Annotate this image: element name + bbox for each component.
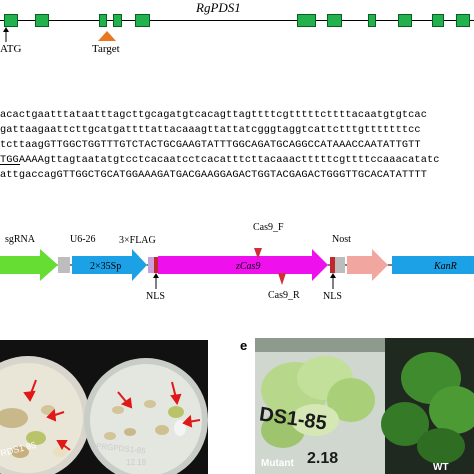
exon (432, 14, 444, 27)
cas9f-label: Cas9_F (253, 222, 284, 233)
cas9r-label: Cas9_R (268, 290, 300, 301)
mutant-label: Mutant (261, 458, 294, 469)
plates-photo: RDS1 85 PRGPDS1-85 12.19 (0, 340, 208, 474)
sgrna-arrow (0, 249, 58, 281)
cas9f-marker (254, 248, 262, 259)
vector-diagram: 2×35Sp zCas9 KanR (0, 248, 474, 289)
exon (368, 14, 376, 27)
nost-block (335, 257, 345, 273)
plate-right-date: 12.19 (126, 458, 147, 467)
exon (456, 14, 470, 27)
nls-pointer-head (330, 273, 336, 278)
exon (297, 14, 316, 27)
flag-block (148, 257, 154, 273)
nls-label: NLS (146, 291, 165, 302)
jars-photo: DS1-85 2.18 Mutant WT (255, 338, 474, 474)
u6-block (58, 257, 70, 273)
promoter2-arrow (347, 249, 388, 281)
red-arrows (23, 379, 201, 451)
nls-pointer-head (153, 273, 159, 278)
wt-label: WT (433, 462, 449, 473)
exon (99, 14, 107, 27)
exon (35, 14, 49, 27)
flag-label: 3×FLAG (119, 235, 156, 246)
jar-date: 2.18 (307, 450, 339, 467)
exon (327, 14, 342, 27)
gene-name: RgPDS1 (196, 0, 241, 15)
nls-block (154, 257, 158, 273)
atg-arrow (3, 27, 9, 42)
sequence-line: attgaccagGTTGGCTGCATGGAAAGATGACGAAGGAGAC… (0, 169, 427, 181)
u6-label: U6-26 (70, 234, 96, 245)
nls-block (330, 257, 335, 273)
exon (4, 14, 18, 27)
gene-line (0, 20, 474, 21)
nost-label: Nost (332, 234, 351, 245)
promoter-arrow (72, 249, 147, 281)
kanr-block (392, 256, 474, 274)
sequence-line: TGGAAAAgttagtaatatgtcctcacaatcctcacatttc… (0, 154, 440, 166)
kanr-label: KanR (433, 261, 457, 272)
exon (398, 14, 412, 27)
exon (113, 14, 122, 27)
target-label: Target (92, 43, 120, 55)
target-marker (98, 31, 116, 41)
sequence-line: acactgaatttataatttagcttgcagatgtcacagttag… (0, 109, 427, 121)
sequence-line: tcttaagGTTGGCTGGTTTGTCTACTGCGAAGTATTTGGC… (0, 139, 421, 151)
promoter-label: 2×35Sp (90, 261, 121, 272)
zcas9-label: zCas9 (235, 261, 260, 272)
cas9r-marker (278, 273, 286, 285)
underline-mark (0, 164, 20, 165)
jars-image (255, 338, 474, 474)
sgrna-label: sgRNA (5, 234, 36, 245)
panel-label-e: e (240, 338, 248, 353)
atg-label: ATG (0, 43, 22, 55)
plates-image (0, 356, 208, 474)
sequence-line: gattaagaattcttgcatgattttattacaaagttattat… (0, 124, 421, 136)
nls-label: NLS (323, 291, 342, 302)
exon (135, 14, 150, 27)
